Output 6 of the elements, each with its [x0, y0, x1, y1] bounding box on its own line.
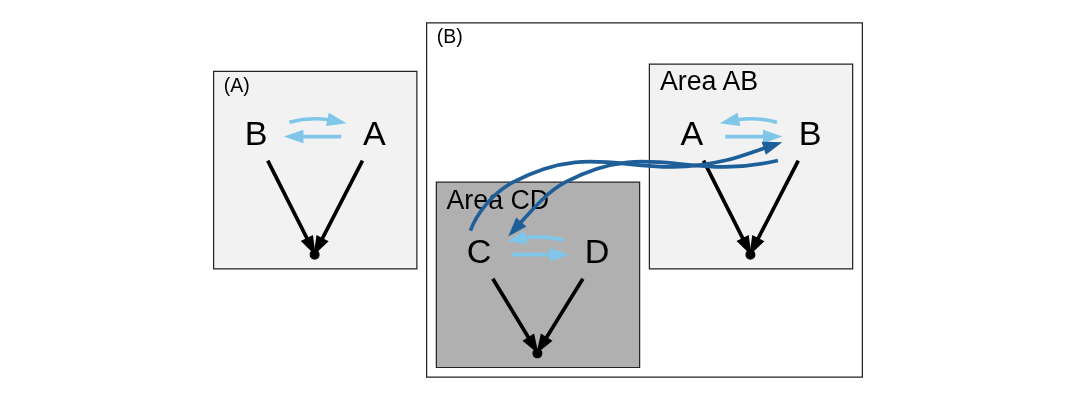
node-text: A [680, 113, 703, 152]
node-text: D [584, 232, 609, 271]
node-text: B [798, 113, 821, 152]
node-text: A [362, 113, 386, 152]
node-text: C [466, 232, 491, 271]
node-text: B [244, 113, 268, 152]
